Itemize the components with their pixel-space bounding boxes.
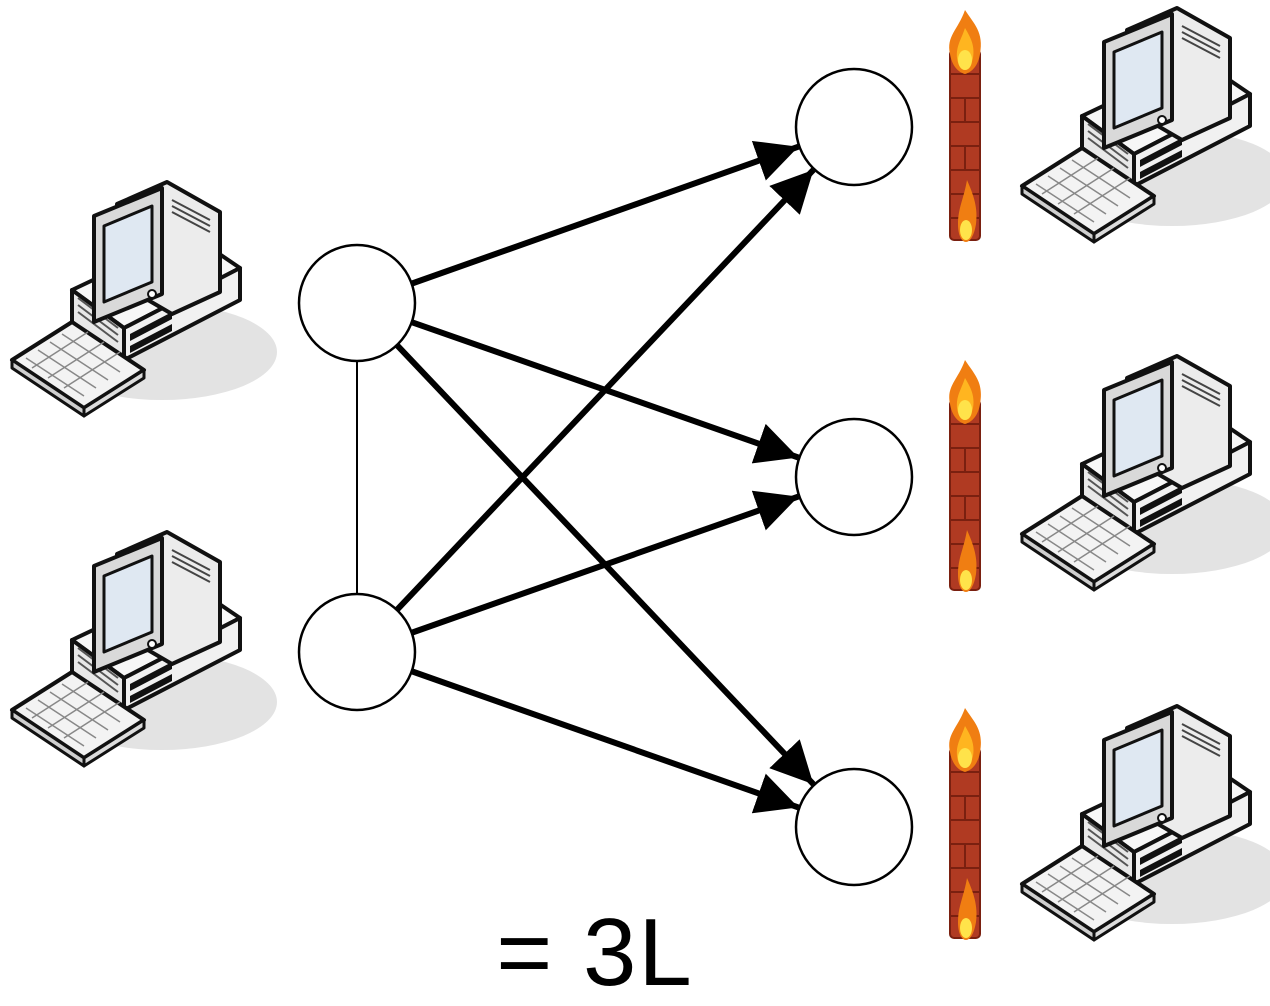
links-layer: [356, 140, 816, 814]
arrow-source-bottom-to-dest-top: [394, 167, 816, 612]
node-source-bottom: [297, 592, 417, 712]
firewall-icon: [948, 9, 982, 243]
node-source-top: [297, 243, 417, 363]
desktop-computer-icon: [10, 530, 279, 768]
desktop-computer-icon: [10, 180, 279, 418]
arrow-source-bottom-to-dest-bottom: [410, 668, 800, 814]
node-dest-middle: [794, 417, 914, 537]
icons-layer: [10, 6, 1270, 942]
firewall-icon: [948, 359, 982, 593]
node-dest-bottom: [794, 767, 914, 887]
diagram-caption: = 3L: [496, 899, 694, 1006]
arrow-source-top-to-dest-top: [410, 140, 800, 287]
arrow-source-bottom-to-dest-middle: [410, 490, 800, 636]
nodes-layer: [297, 67, 914, 887]
node-dest-top: [794, 67, 914, 187]
desktop-computer-icon: [1020, 6, 1270, 244]
desktop-computer-icon: [1020, 354, 1270, 592]
